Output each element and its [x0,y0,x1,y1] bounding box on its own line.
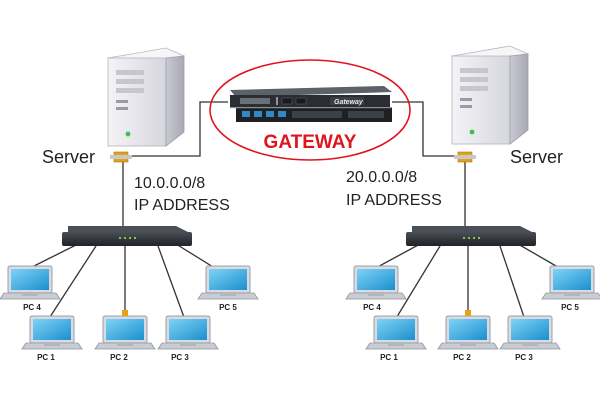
right-pc4-label: PC 4 [363,303,381,312]
right-ip-address-label: IP ADDRESS [346,192,442,209]
left-pc1-laptop-icon [21,315,83,350]
left-server-label: Server [42,147,95,167]
left-pc4-label: PC 4 [23,303,41,312]
left-pc3-laptop-icon [157,315,219,350]
right-pc1-laptop-icon [365,315,427,350]
left-pc2-connector-icon [122,310,128,316]
right-server-icon [450,45,530,145]
right-server-connector-icon [454,151,476,163]
left-pc2-laptop-icon [94,315,156,350]
right-pc3-label: PC 3 [515,353,533,362]
left-switch-icon [62,226,192,246]
gateway-appliance-icon: Gateway [230,86,392,122]
right-pc5-label: PC 5 [561,303,579,312]
gateway-group: Gateway GATEWAY [209,59,411,161]
cable-right-pc1 [394,245,441,321]
right-pc2-connector-icon [465,310,471,316]
left-subnet-label: 10.0.0.0/8 [134,175,205,192]
cable-gateway-right-server [392,101,465,157]
left-pc2-label: PC 2 [110,353,128,362]
cable-left-pc1 [47,245,97,321]
right-pc2-laptop-icon [437,315,499,350]
left-pc4-laptop-icon [0,265,61,300]
gateway-highlight-ellipse [209,59,411,161]
right-pc4-laptop-icon [345,265,407,300]
right-pc5-laptop-icon [541,265,600,300]
right-subnet-label: 20.0.0.0/8 [346,169,417,186]
right-switch-icon [406,226,536,246]
right-pc2-label: PC 2 [453,353,471,362]
right-server-label: Server [510,147,563,167]
gateway-device-label: Gateway [334,99,364,106]
left-server-connector-icon [110,151,132,163]
cable-right-pc3 [499,245,526,321]
left-ip-address-label: IP ADDRESS [134,197,230,214]
cable-left-server-gateway [125,101,228,157]
left-pc1-label: PC 1 [37,353,55,362]
right-pc1-label: PC 1 [380,353,398,362]
right-pc3-laptop-icon [499,315,561,350]
cable-left-pc3 [157,245,186,321]
gateway-title: GATEWAY [264,132,357,153]
left-server-icon [106,47,186,147]
left-pc5-laptop-icon [197,265,259,300]
left-pc3-label: PC 3 [171,353,189,362]
left-pc5-label: PC 5 [219,303,237,312]
